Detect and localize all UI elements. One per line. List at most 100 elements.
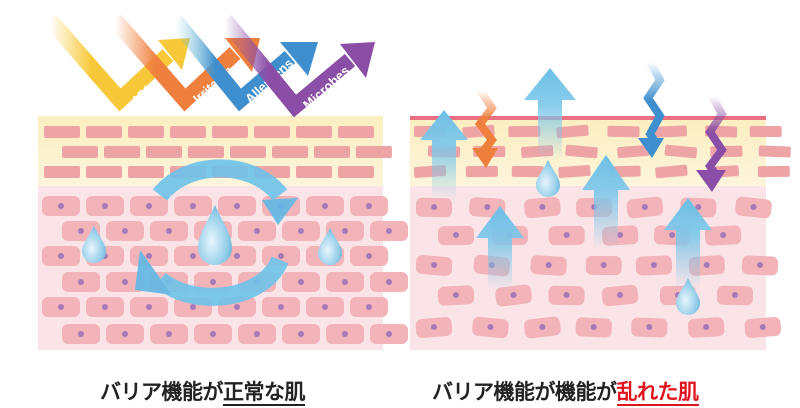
cell-nucleus: [366, 304, 372, 310]
brick: [44, 166, 80, 178]
skin-cell: [635, 255, 673, 276]
brick: [230, 146, 266, 158]
cell-nucleus: [487, 324, 494, 331]
cell-nucleus: [641, 204, 648, 211]
brick: [272, 146, 308, 158]
water-drop-icon: [198, 205, 232, 265]
brick: [314, 146, 350, 158]
cell-nucleus: [431, 262, 438, 269]
brick: [508, 125, 541, 138]
skin-cell: [735, 196, 772, 219]
brick: [296, 126, 332, 138]
brick: [664, 144, 698, 159]
cell-nucleus: [298, 228, 304, 234]
skin-cell: [495, 284, 532, 307]
cell-nucleus: [590, 324, 597, 331]
brick: [212, 126, 248, 138]
cell-nucleus: [756, 262, 763, 269]
brick: [556, 124, 589, 139]
brick: [758, 145, 791, 158]
cell-nucleus: [278, 253, 284, 259]
cell-nucleus: [342, 228, 348, 234]
up-arrow-icon: [420, 110, 468, 200]
up-arrow-icon: [664, 198, 712, 290]
brick: [338, 166, 374, 178]
cell-nucleus: [146, 253, 152, 259]
brick: [565, 144, 598, 159]
brick: [465, 165, 498, 178]
skin-cell: [631, 317, 668, 338]
cell-nucleus: [366, 253, 372, 259]
water-droplets: [82, 160, 700, 315]
skin-cell: [524, 316, 561, 339]
cell-nucleus: [750, 204, 757, 211]
water-drop-icon: [676, 278, 700, 315]
skin-cell: [415, 254, 453, 277]
skin-cell: [741, 255, 779, 276]
cell-nucleus: [322, 203, 328, 209]
brick: [128, 166, 164, 178]
cell-nucleus: [322, 304, 328, 310]
cell-nucleus: [617, 232, 624, 239]
cell-nucleus: [122, 228, 128, 234]
skin-cell: [472, 316, 509, 339]
cell-nucleus: [234, 304, 240, 310]
skin-cell: [716, 285, 754, 306]
cell-nucleus: [102, 304, 108, 310]
water-drop-icon: [82, 226, 106, 263]
water-drop-icon: [536, 160, 560, 197]
skin-cell: [575, 317, 612, 338]
skin-cell: [687, 317, 725, 338]
caption-prefix: バリア機能が機能が: [432, 380, 617, 404]
brick: [558, 164, 591, 179]
cell-nucleus: [539, 204, 546, 211]
brick: [188, 146, 224, 158]
healthy-skin-caption: バリア機能が正常な肌: [100, 376, 306, 406]
brick: [170, 126, 206, 138]
skin-cell: [524, 196, 561, 219]
cell-nucleus: [759, 324, 766, 331]
skin-cell: [601, 284, 639, 307]
cell-nucleus: [703, 324, 710, 331]
cell-nucleus: [190, 304, 196, 310]
penetrating-arrows: [472, 60, 727, 192]
cell-nucleus: [452, 292, 459, 299]
skin-cell: [626, 196, 664, 219]
skin-cell: [415, 316, 453, 339]
cell-nucleus: [650, 262, 657, 269]
microbe-zigzag-arrow-icon: [696, 94, 727, 192]
brick: [757, 165, 790, 178]
cell-nucleus: [146, 304, 152, 310]
cell-nucleus: [102, 203, 108, 209]
cell-nucleus: [190, 253, 196, 259]
brick: [86, 126, 122, 138]
cell-nucleus: [190, 203, 196, 209]
skin-cell: [704, 225, 742, 246]
up-arrow-icon: [582, 155, 630, 250]
cell-nucleus: [366, 203, 372, 209]
skin-cell: [548, 285, 585, 306]
cell-nucleus: [78, 331, 84, 337]
brick: [607, 125, 640, 138]
skin-cell: [744, 317, 782, 338]
brick: [338, 126, 374, 138]
allergen-zigzag-arrow-icon: [638, 60, 665, 158]
caption-emphasis: 正常な肌: [223, 380, 306, 406]
cell-nucleus: [78, 228, 84, 234]
brick: [655, 164, 688, 179]
cell-nucleus: [616, 292, 623, 299]
moisture-loss-arrows: [420, 68, 712, 290]
cell-nucleus: [386, 228, 392, 234]
cell-nucleus: [669, 232, 676, 239]
cell-nucleus: [545, 262, 552, 269]
skin-cell: [585, 255, 622, 276]
cell-nucleus: [342, 331, 348, 337]
brick: [146, 146, 182, 158]
cell-nucleus: [210, 279, 216, 285]
irritant-zigzag-arrow-icon: [472, 87, 498, 168]
cell-nucleus: [539, 324, 546, 331]
skin-cell: [415, 197, 453, 218]
inflamed-surface-line: [410, 116, 766, 120]
cell-group: [415, 196, 782, 339]
